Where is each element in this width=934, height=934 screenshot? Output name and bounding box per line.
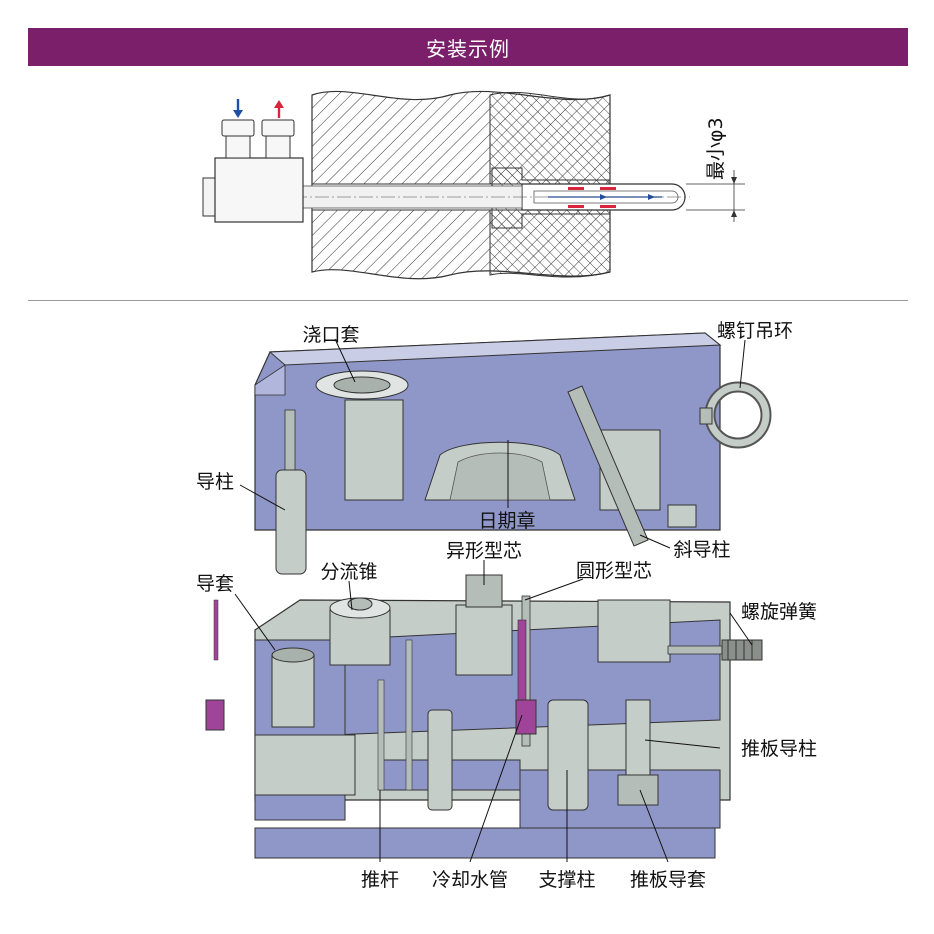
section-divider — [28, 300, 908, 301]
cross-section-diagram: 最小φ3 — [202, 90, 745, 280]
label-ejector-guide-bushing: 推板导套 — [630, 869, 706, 891]
mold-labels: 浇口套 螺钉吊环 导柱 日期章 斜导柱 导套 分流锥 异形型芯 圆形型芯 螺旋弹… — [196, 320, 817, 891]
label-angle-pin: 斜导柱 — [673, 539, 730, 561]
connector-block — [202, 99, 304, 223]
banner-title: 安装示例 — [426, 36, 510, 61]
eye-bolt-part — [699, 381, 772, 449]
dimension-label: 最小φ3 — [705, 117, 727, 180]
label-special-core: 异形型芯 — [446, 540, 522, 562]
label-date-stamp: 日期章 — [478, 510, 535, 532]
label-eye-bolt: 螺钉吊环 — [717, 320, 793, 342]
sprue-bushing-part — [315, 370, 409, 501]
label-sprue-bushing: 浇口套 — [302, 324, 359, 346]
section-banner: 安装示例 — [28, 28, 908, 66]
label-guide-bushing: 导套 — [196, 573, 234, 595]
cooling-tube-part — [205, 599, 537, 735]
label-round-core: 圆形型芯 — [576, 560, 652, 582]
dimension-min-phi3: 最小φ3 — [686, 117, 745, 222]
support-pillar-part — [547, 699, 589, 811]
label-ejector-guide-pillar: 推板导柱 — [741, 738, 817, 760]
label-cooling-tube: 冷却水管 — [432, 869, 508, 891]
label-sprue-puller: 分流锥 — [320, 561, 377, 583]
label-ejector-pin: 推杆 — [361, 869, 399, 891]
label-coil-spring: 螺旋弹簧 — [741, 601, 817, 623]
upper-mold-half — [254, 332, 772, 575]
upper-guide-pillar — [275, 409, 307, 575]
leader-lines — [234, 338, 753, 863]
label-support-pillar: 支撑柱 — [538, 869, 595, 891]
lower-mold-half — [205, 574, 763, 859]
label-guide-pillar: 导柱 — [196, 471, 234, 493]
angle-pin-part — [567, 385, 649, 547]
